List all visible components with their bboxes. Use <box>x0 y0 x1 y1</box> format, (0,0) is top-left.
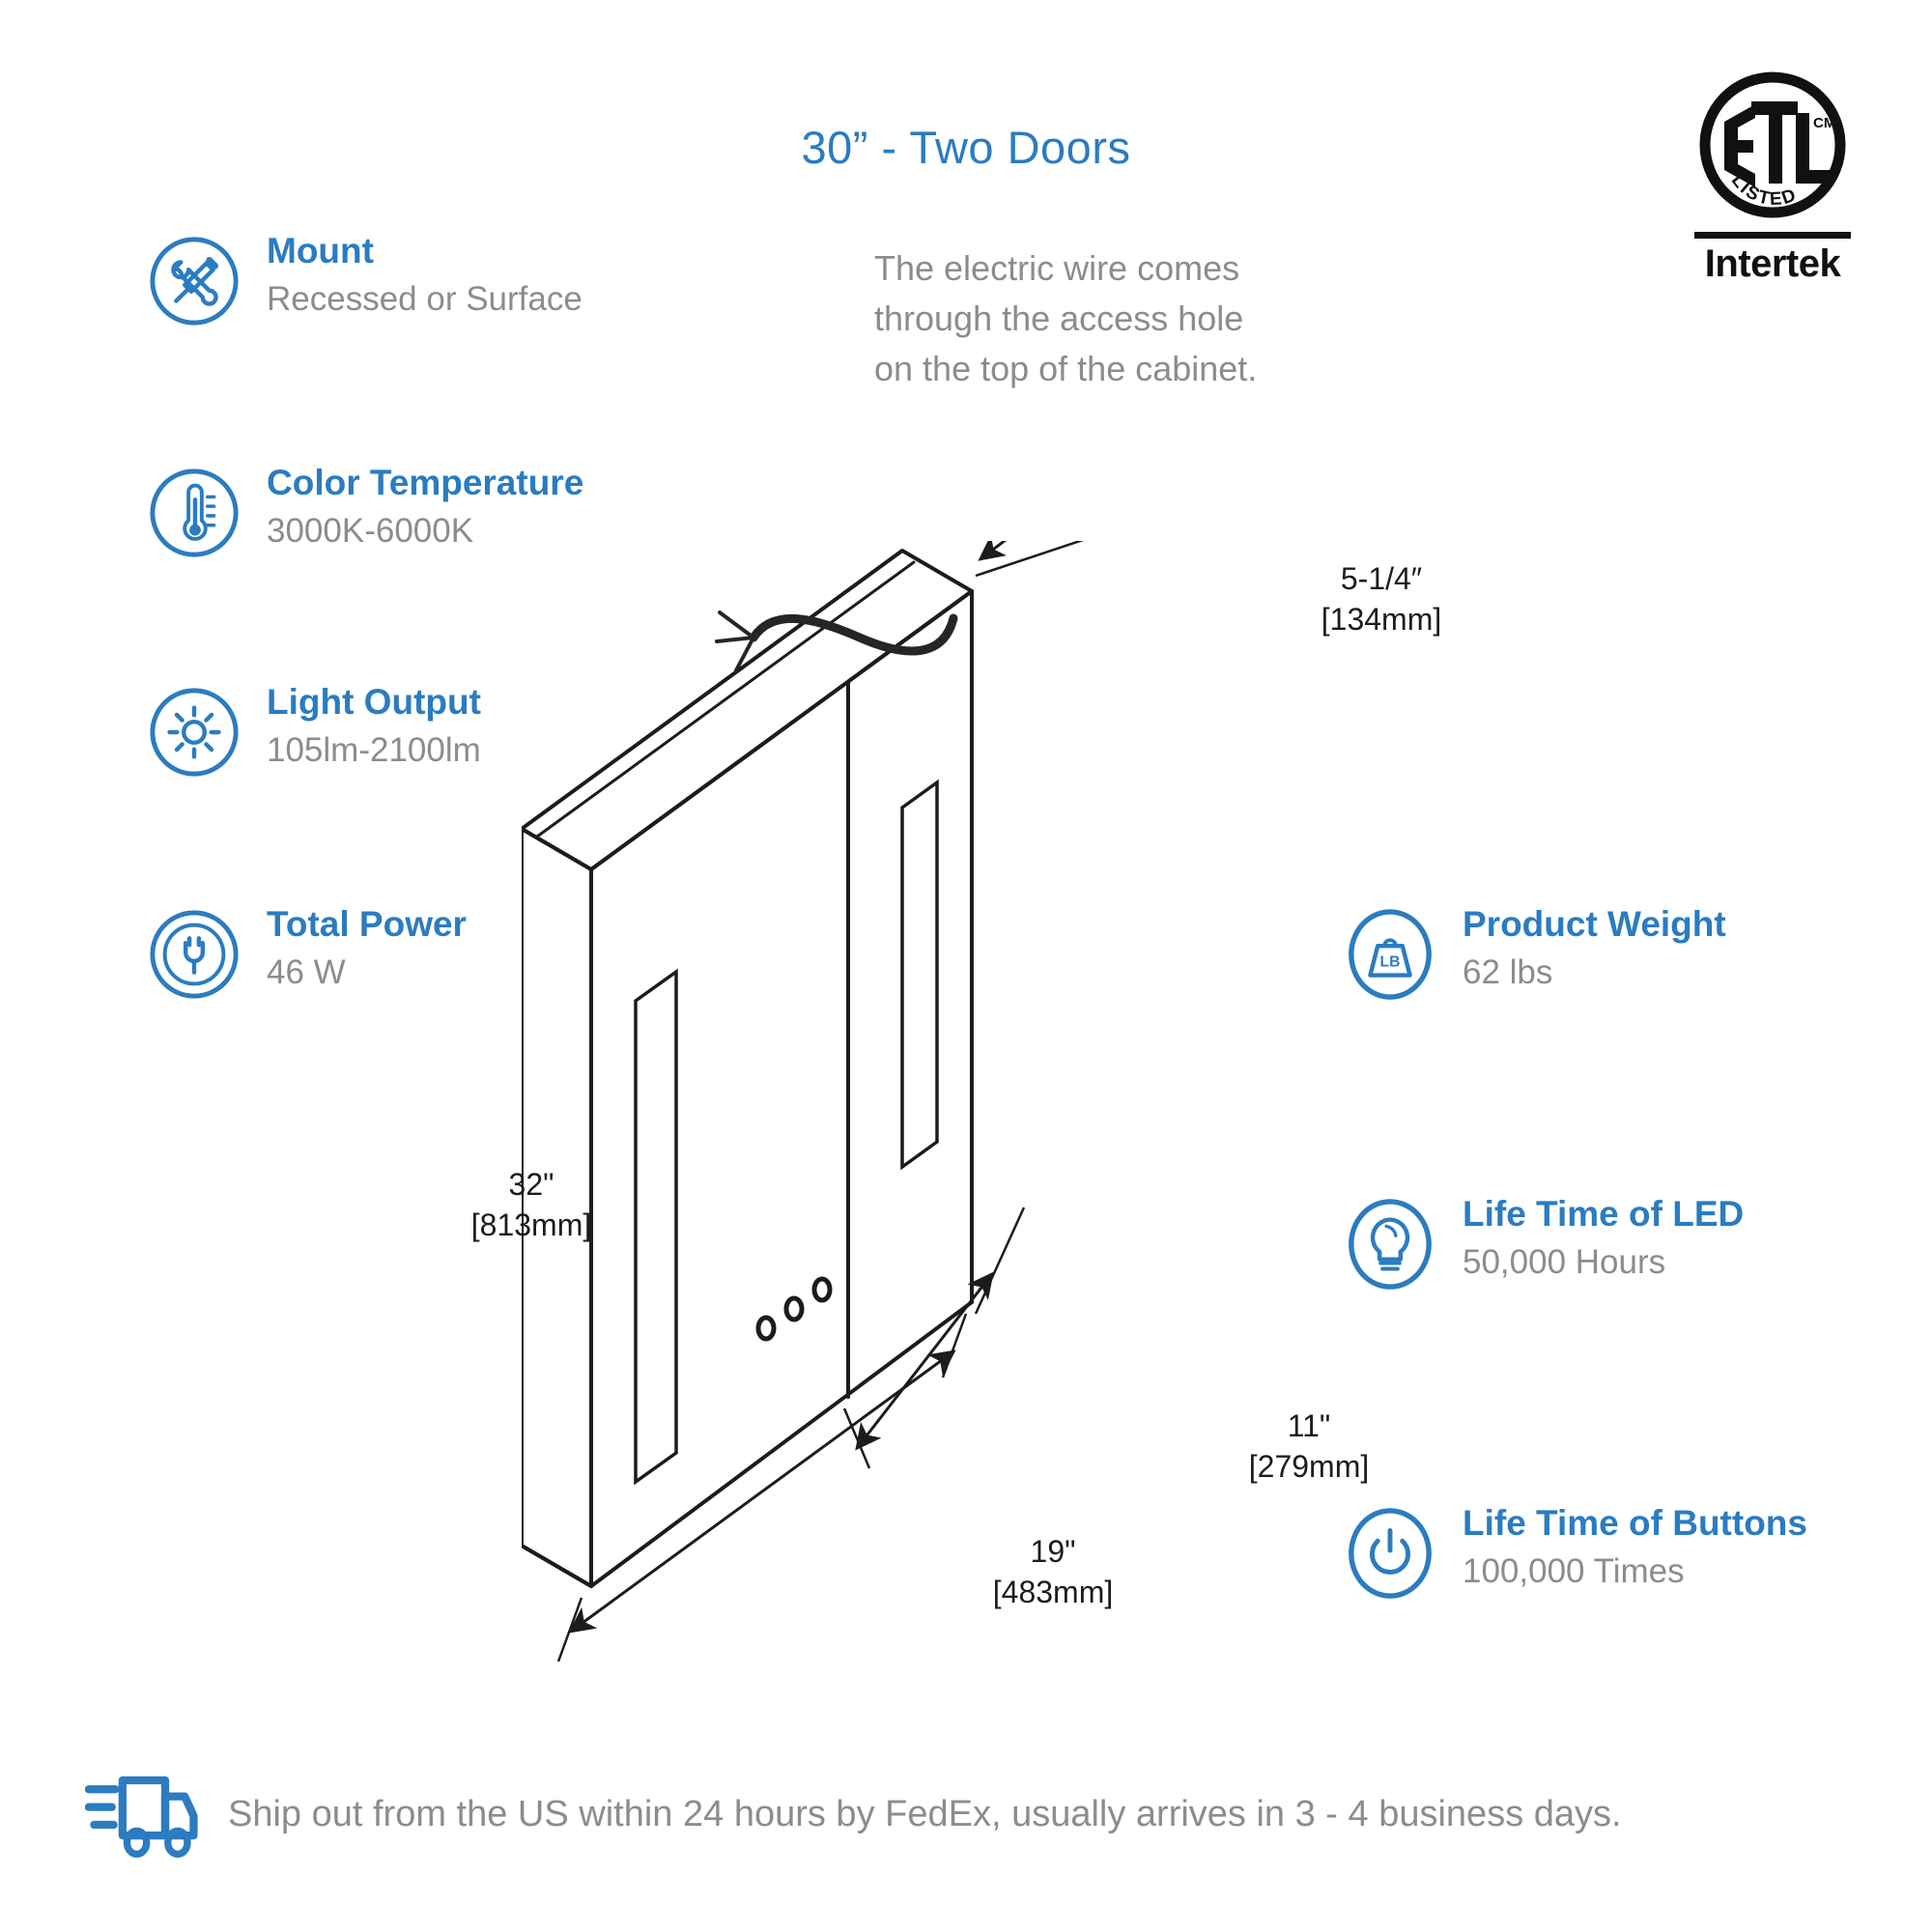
svg-text:CM: CM <box>1813 115 1835 131</box>
wire-access-note: The electric wire comes through the acce… <box>874 248 1258 389</box>
feature-title: Life Time of Buttons <box>1463 1503 1807 1543</box>
shipping-text: Ship out from the US within 24 hours by … <box>228 1793 1622 1834</box>
electric-wire <box>749 613 958 656</box>
cabinet-front-face <box>589 589 974 1588</box>
feature-title: Life Time of LED <box>1463 1194 1745 1234</box>
feature-title: Product Weight <box>1463 904 1726 944</box>
feature-value: 105lm-2100lm <box>267 730 481 769</box>
etl-brand-name: Intertek <box>1704 242 1841 285</box>
feature-light-output: Light Output 105lm-2100lm <box>147 681 481 780</box>
wire-frayed-end <box>715 611 755 672</box>
shipping-info: Ship out from the US within 24 hours by … <box>85 1770 1622 1859</box>
dimension-door-width <box>842 1207 1026 1469</box>
feature-total-power: Total Power 46 W <box>147 903 467 1002</box>
feature-button-lifetime: Life Time of Buttons 100,000 Times <box>1343 1502 1807 1601</box>
feature-title: Light Output <box>267 682 481 722</box>
led-light-strips <box>634 779 939 1486</box>
feature-mount: Mount Recessed or Surface <box>147 230 582 328</box>
dimension-label-depth: 5-1/4″ [134mm] <box>1321 561 1442 638</box>
dimension-depth <box>975 541 1084 578</box>
page-title: 30” - Two Doors <box>801 122 1131 173</box>
feature-value: 46 W <box>267 952 346 991</box>
feature-value: 100,000 Times <box>1463 1551 1685 1590</box>
feature-title: Total Power <box>267 904 467 944</box>
etl-certification-badge: CM LISTED Intertek <box>1681 70 1864 286</box>
cabinet-top-face <box>522 549 974 871</box>
etl-divider <box>1694 232 1851 239</box>
delivery-truck-icon <box>85 1776 198 1859</box>
weight-unit-badge: LB <box>1380 954 1401 971</box>
touch-buttons <box>755 1276 833 1342</box>
weight-icon: LB <box>1349 909 1432 1000</box>
dimension-label-door-width: 11" [279mm] <box>1248 1408 1370 1485</box>
feature-color-temperature: Color Temperature 3000K-6000K <box>147 462 583 560</box>
dimension-label-height: 32" [813mm] <box>470 1167 592 1243</box>
thermometer-icon <box>150 469 239 557</box>
cabinet-isometric-drawing <box>522 541 1084 1662</box>
feature-value: Recessed or Surface <box>267 279 582 318</box>
feature-title: Color Temperature <box>267 463 584 502</box>
dimension-label-width: 19" [483mm] <box>992 1534 1114 1610</box>
feature-value: 50,000 Hours <box>1463 1242 1666 1281</box>
feature-value: 62 lbs <box>1463 952 1553 991</box>
tools-icon <box>150 237 239 326</box>
feature-value: 3000K-6000K <box>267 511 474 550</box>
etl-listed-icon: CM LISTED <box>1699 71 1846 218</box>
lightbulb-icon <box>1349 1199 1432 1290</box>
plug-icon <box>150 910 239 999</box>
dimension-width <box>556 1313 968 1662</box>
feature-product-weight: LB Product Weight 62 lbs <box>1343 903 1726 1002</box>
feature-led-lifetime: Life Time of LED 50,000 Hours <box>1343 1193 1744 1292</box>
sun-icon <box>150 688 239 777</box>
feature-title: Mount <box>267 231 374 270</box>
power-icon <box>1349 1508 1432 1599</box>
